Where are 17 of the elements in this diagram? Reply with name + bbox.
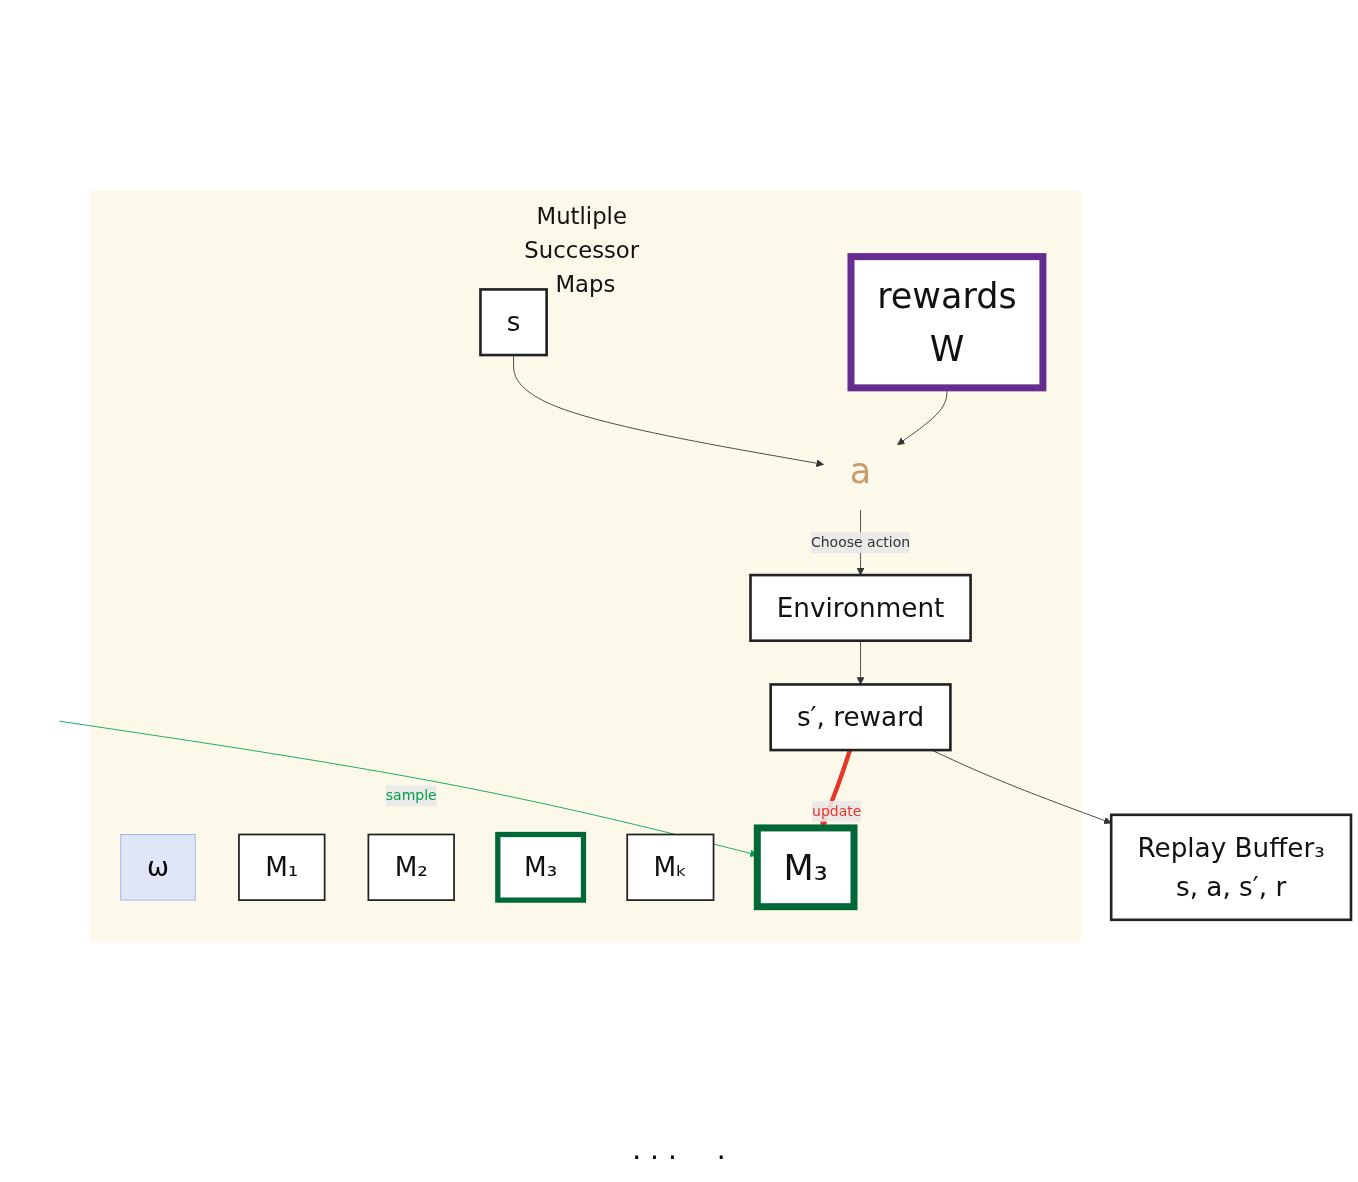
node-box: s bbox=[479, 288, 548, 357]
node-box: ω bbox=[120, 834, 196, 901]
node-box: M₂ bbox=[367, 833, 455, 902]
edge-label: update bbox=[812, 802, 862, 820]
node-box: Environment bbox=[749, 573, 972, 643]
node-box: rewards W bbox=[847, 253, 1047, 392]
edge-label: Choose action bbox=[810, 534, 911, 551]
node-box: s′, reward bbox=[769, 683, 952, 752]
node-box: M₃ bbox=[495, 832, 587, 903]
node-box: M₃ bbox=[753, 824, 858, 911]
node-text: a bbox=[849, 451, 872, 492]
node-box: Replay Buffer₃ s, a, s′, r bbox=[1109, 813, 1353, 922]
node-box: Mₖ bbox=[626, 833, 715, 902]
note-label: · bbox=[716, 1141, 726, 1174]
edge-label: sample bbox=[385, 787, 437, 804]
node-box: M₁ bbox=[238, 833, 326, 902]
note-label: · · · bbox=[632, 1141, 677, 1174]
